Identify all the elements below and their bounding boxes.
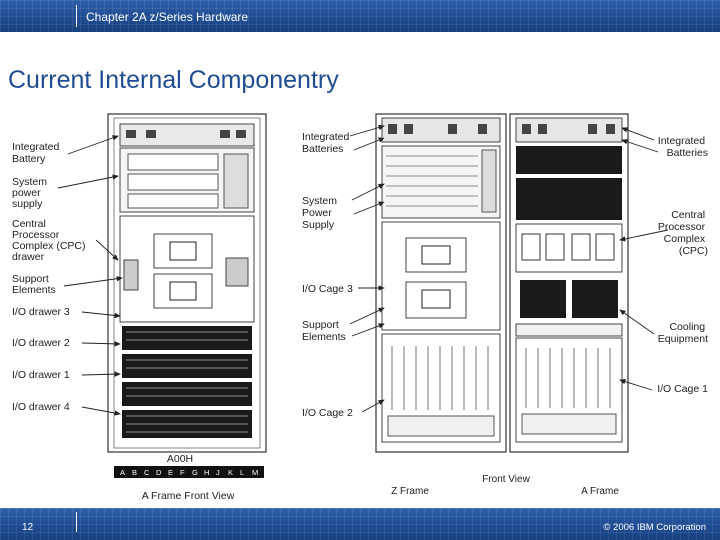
copyright: © 2006 IBM Corporation	[603, 522, 706, 533]
caption-z-frame: Z Frame	[391, 486, 429, 497]
header-divider	[76, 5, 77, 27]
letter: D	[156, 468, 162, 477]
page-number: 12	[22, 522, 34, 533]
a-frame-model-label: A00H	[167, 453, 193, 465]
letter: B	[132, 468, 137, 477]
label-cpc-drawer: Central Processor Complex (CPC) drawer	[12, 218, 88, 263]
letter: K	[228, 468, 233, 477]
a-frame-letter-strip: A B C D E F G H J K L M	[114, 466, 264, 478]
label-integrated-battery: Integrated Battery	[12, 141, 62, 165]
a-frame-caption: A Frame Front View	[142, 490, 235, 502]
header-pattern	[0, 0, 720, 32]
letter: E	[168, 468, 173, 477]
right-arrows	[619, 127, 669, 391]
label-system-power-supply: System power supply	[12, 176, 50, 210]
label-io-cage-1: I/O Cage 1	[657, 383, 708, 395]
letter: A	[120, 468, 125, 477]
letter: G	[192, 468, 198, 477]
z-frame	[375, 113, 507, 453]
letter: M	[252, 468, 258, 477]
a-frame-front-view	[107, 113, 267, 453]
label-io-drawer-2: I/O drawer 2	[12, 337, 70, 349]
label-io-cage-2: I/O Cage 2	[302, 407, 353, 419]
letter: F	[180, 468, 185, 477]
label-cpc-a: Central Processor Complex (CPC)	[658, 209, 708, 257]
hardware-diagram: A00H A B C D E F G H J K L M A Frame Fro…	[12, 113, 708, 502]
middle-arrows	[349, 124, 385, 413]
footer-pattern	[0, 508, 720, 540]
label-io-drawer-4: I/O drawer 4	[12, 401, 70, 413]
letter: J	[216, 468, 220, 477]
footer-divider	[76, 512, 77, 532]
left-arrows	[57, 135, 123, 416]
letter: C	[144, 468, 150, 477]
a-frame-rear	[509, 113, 629, 453]
letter: H	[204, 468, 209, 477]
caption-front-view: Front View	[482, 474, 530, 485]
letter: L	[240, 468, 244, 477]
label-cooling-equipment: Cooling Equipment	[658, 321, 708, 345]
hardware-figure: A00H A B C D E F G H J K L M A Frame Fro…	[8, 110, 712, 502]
label-support-elements-z: Support Elements	[302, 319, 346, 343]
label-io-cage-3: I/O Cage 3	[302, 283, 353, 295]
label-support-elements: Support Elements	[12, 273, 56, 296]
label-integrated-batteries-z: Integrated Batteries	[302, 131, 352, 155]
caption-a-frame: A Frame	[581, 486, 619, 497]
label-integrated-batteries-a: Integrated Batteries	[658, 135, 708, 159]
slide-title: Current Internal Componentry	[8, 66, 339, 94]
label-io-drawer-3: I/O drawer 3	[12, 306, 70, 318]
label-io-drawer-1: I/O drawer 1	[12, 369, 70, 381]
label-system-power-supply-z: System Power Supply	[302, 195, 340, 231]
slide-header: Chapter 2A z/Series Hardware	[0, 0, 720, 32]
chapter-title: Chapter 2A z/Series Hardware	[86, 10, 249, 24]
slide-footer: 12 © 2006 IBM Corporation	[0, 508, 720, 540]
